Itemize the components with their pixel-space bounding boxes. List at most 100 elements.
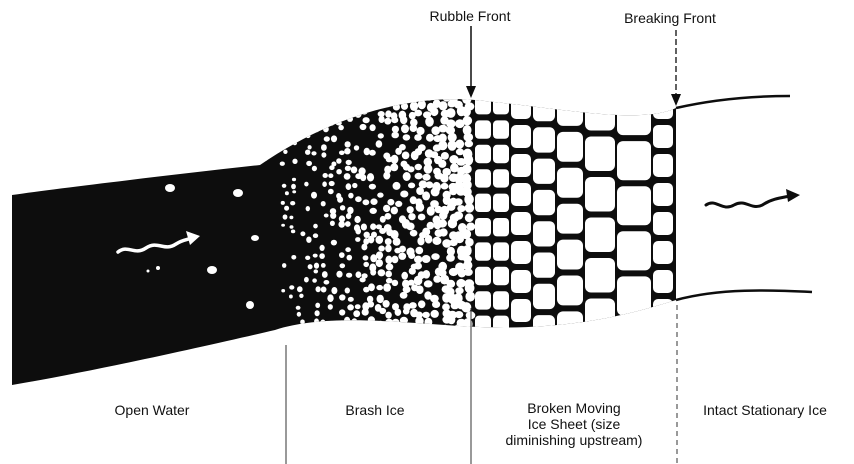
brash-floe (431, 188, 440, 197)
brash-floe (416, 324, 424, 331)
brash-floe (345, 288, 350, 294)
brash-floe (424, 280, 433, 287)
brash-floe (376, 140, 383, 148)
brash-floe (416, 203, 425, 212)
ice-block (533, 284, 555, 309)
brash-floe (344, 173, 351, 180)
brash-floe (414, 110, 422, 117)
brash-floe (364, 148, 370, 155)
ice-block (475, 120, 491, 138)
brash-floe (346, 213, 351, 219)
ice-block (475, 169, 491, 187)
brash-floe (414, 262, 422, 269)
brash-floe (379, 116, 385, 123)
brash-floe (416, 285, 424, 294)
brash-floe (465, 238, 474, 247)
brash-floe (426, 134, 434, 142)
brash-floe (401, 124, 409, 133)
brash-floe (322, 271, 328, 278)
brash-floe (376, 236, 384, 244)
brash-floe (348, 297, 354, 302)
brash-floe (305, 150, 310, 155)
brash-floe (464, 269, 473, 276)
brash-floe (363, 255, 369, 260)
brash-floe (461, 302, 471, 312)
brash-floe (406, 223, 414, 231)
brash-floe (414, 256, 422, 264)
brash-floe (465, 291, 475, 301)
brash-floe (336, 158, 341, 164)
brash-floe (386, 278, 393, 284)
ice-block (533, 127, 555, 152)
brash-floe (314, 269, 319, 273)
brash-floe (376, 259, 383, 267)
brash-floe (313, 233, 318, 238)
brash-floe (391, 207, 398, 215)
ice-block (511, 241, 531, 264)
brash-floe (360, 277, 366, 282)
brash-floe (361, 224, 367, 231)
ice-block (533, 253, 555, 278)
brash-floe (385, 110, 392, 117)
brash-floe (368, 283, 375, 291)
brash-floe (330, 221, 335, 226)
brash-floe (314, 127, 319, 132)
brash-floe (329, 165, 334, 170)
brash-floe (377, 327, 383, 333)
brash-floe (308, 327, 313, 331)
brash-floe (339, 252, 345, 258)
ice-block (533, 190, 555, 215)
brash-floe (355, 196, 362, 202)
brash-floe (400, 191, 408, 198)
brash-floe (284, 144, 288, 148)
brash-floe (385, 213, 392, 220)
ice-block (493, 169, 509, 187)
ice-block (475, 218, 491, 236)
brash-floe (363, 117, 370, 123)
brash-floe (431, 310, 439, 318)
open-water-label: Open Water (92, 402, 212, 419)
brash-floe (455, 311, 464, 318)
brash-floe (409, 268, 416, 275)
brash-floe (338, 326, 344, 331)
brash-floe (433, 275, 441, 282)
brash-floe (408, 166, 415, 172)
brash-floe (391, 117, 398, 123)
brash-floe (352, 183, 357, 188)
ice-block (511, 270, 531, 293)
brash-floe (328, 304, 333, 310)
brash-floe (331, 240, 337, 246)
brash-floe (395, 201, 402, 207)
ice-block (557, 96, 583, 126)
ice-block (511, 212, 531, 235)
brash-floe (315, 303, 320, 308)
brash-floe (400, 116, 407, 124)
brash-floe (424, 164, 433, 174)
brash-floe (292, 178, 296, 181)
brash-floe (323, 93, 328, 99)
brash-floe (447, 315, 455, 324)
brash-floe (346, 160, 352, 165)
brash-floe (457, 205, 465, 212)
brash-floe (383, 205, 390, 212)
ice-block (557, 132, 583, 162)
brash-floe (416, 127, 424, 135)
brash-floe (304, 182, 308, 187)
brash-floe (300, 319, 305, 324)
brash-floe (314, 263, 319, 269)
brash-floe (292, 190, 296, 193)
brash-floe (422, 228, 430, 236)
front-arrow-icon (671, 30, 681, 106)
ice-block (511, 183, 531, 206)
brash-floe (369, 184, 376, 190)
brash-floe (285, 191, 289, 195)
brash-floe (336, 271, 342, 278)
brash-floe (292, 159, 297, 164)
ice-block (617, 186, 651, 225)
ice-block (557, 168, 583, 198)
brash-floe (395, 309, 402, 316)
brash-floe (415, 317, 423, 326)
brash-floe (393, 238, 401, 246)
ice-block (653, 328, 673, 351)
brash-floe (303, 109, 308, 114)
